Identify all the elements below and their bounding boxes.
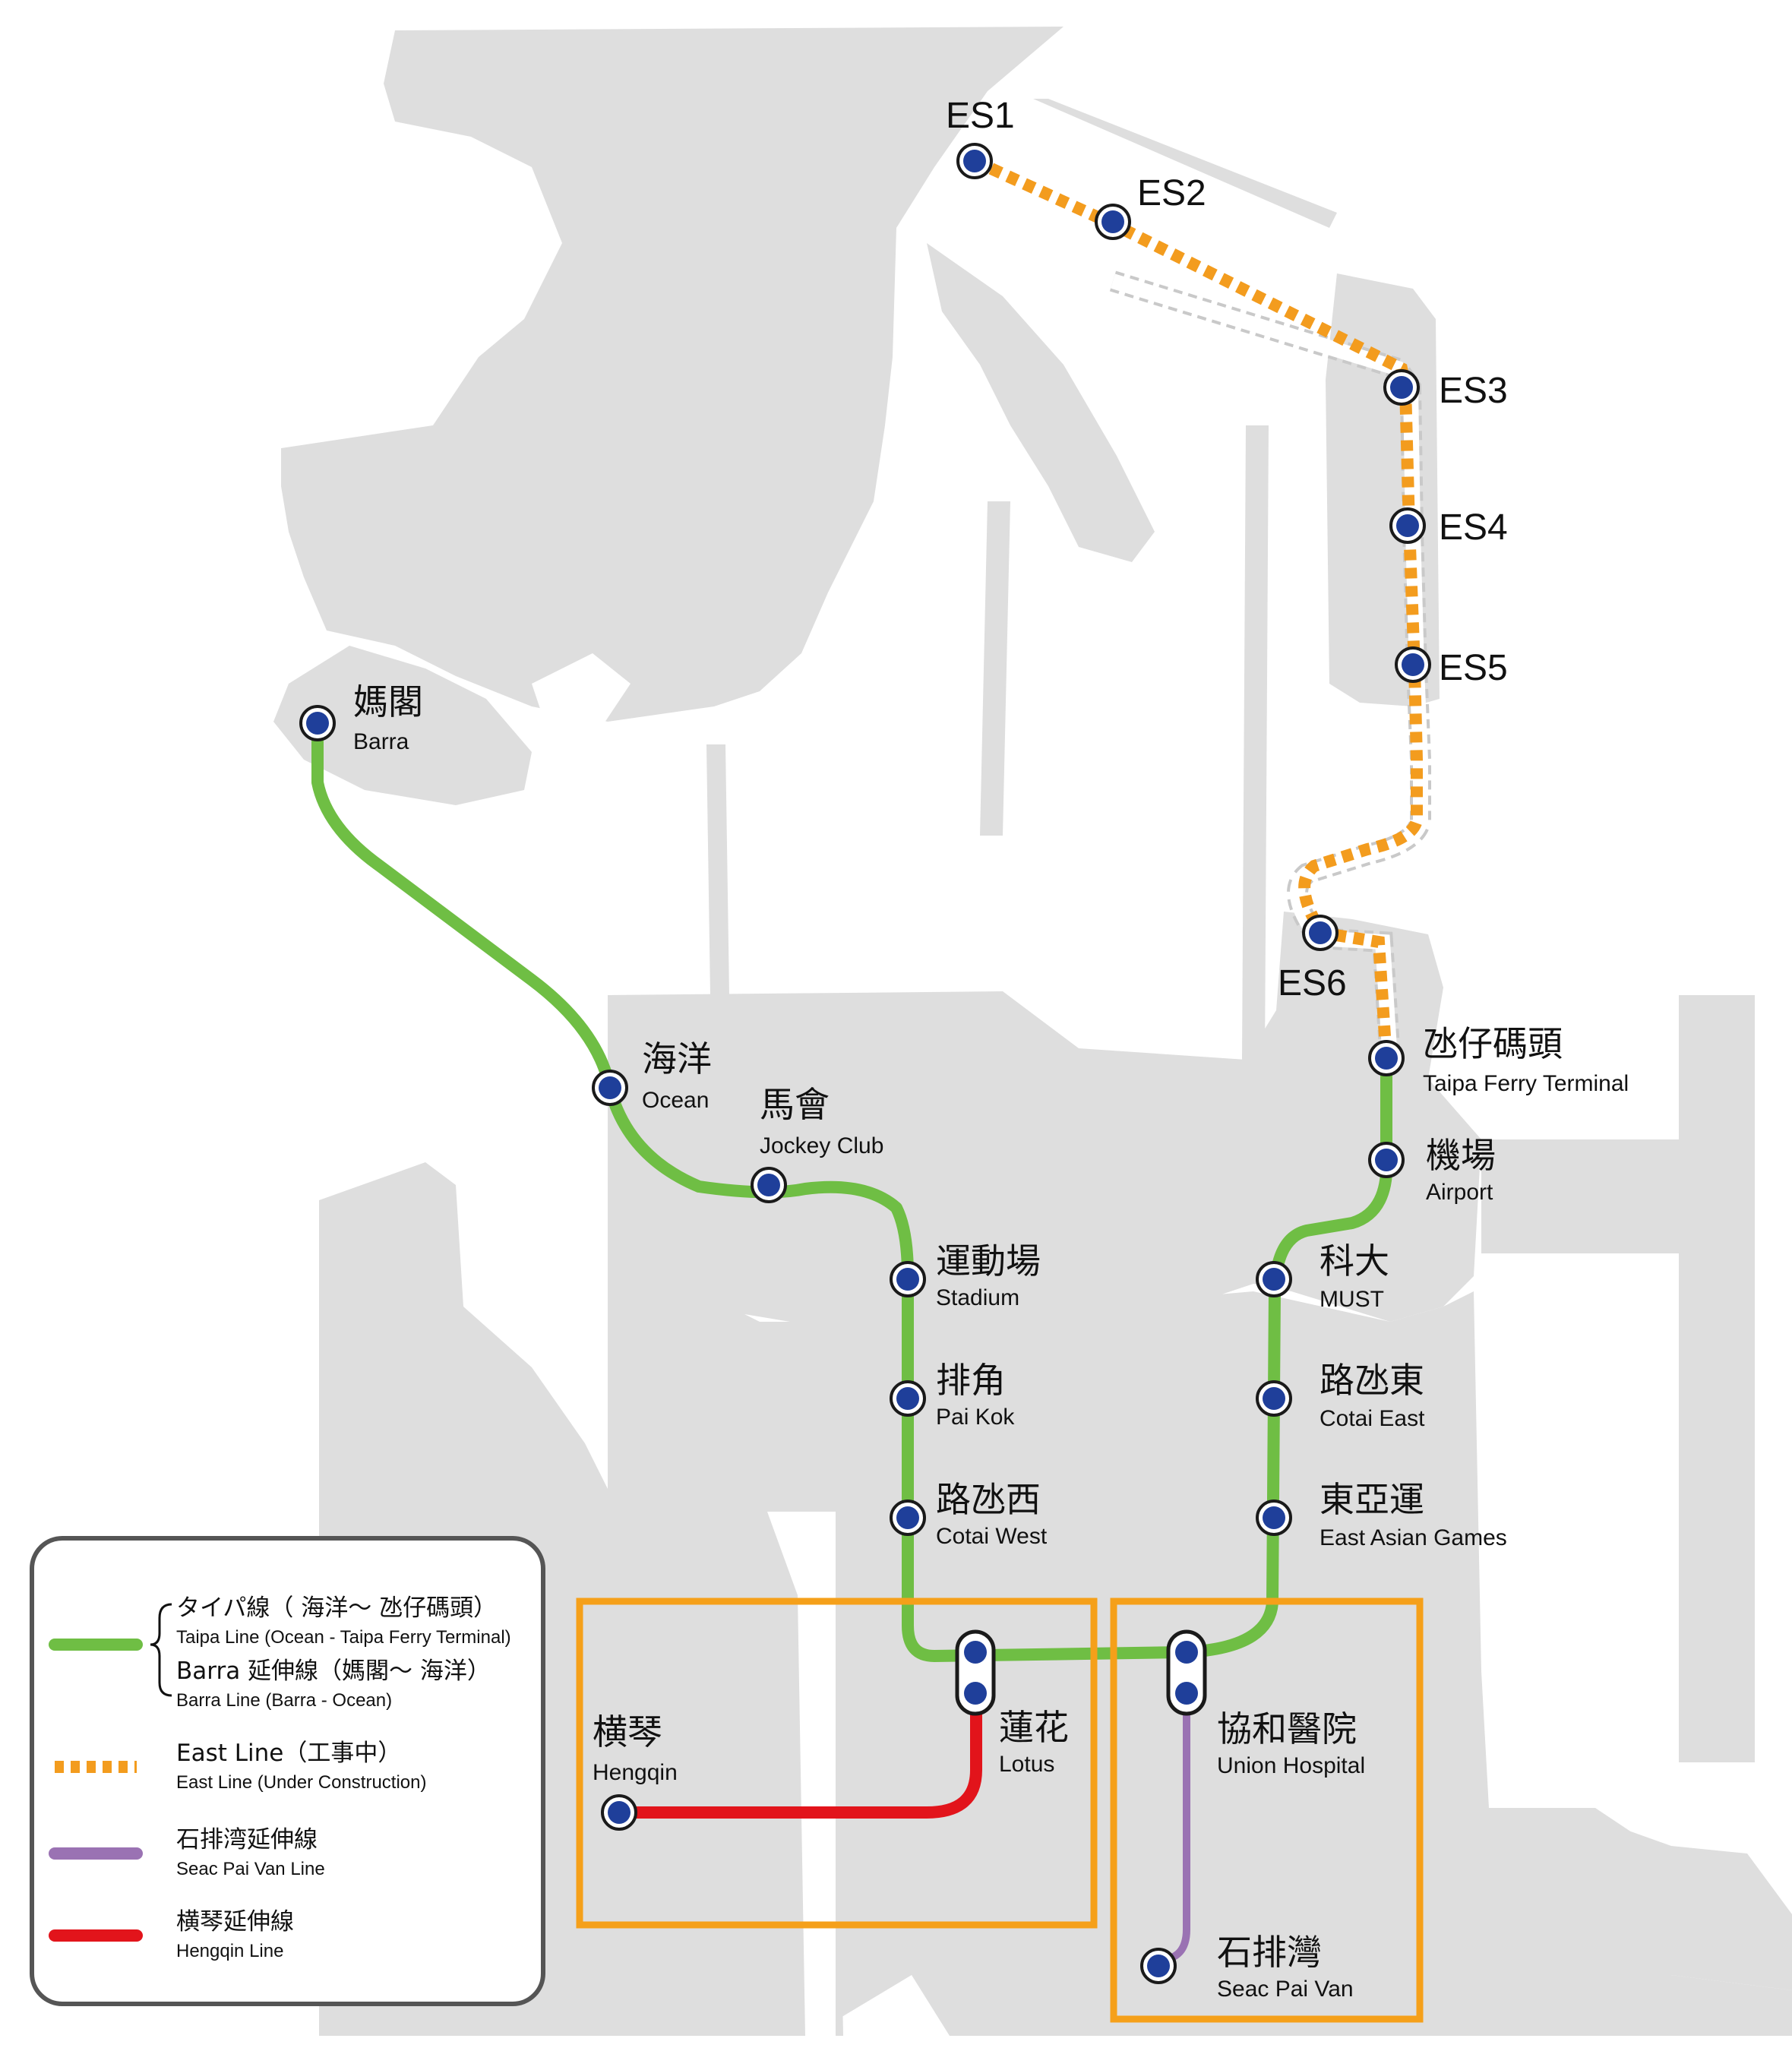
station-markers: [299, 143, 1431, 1984]
station-pai-kok-marker[interactable]: [890, 1380, 926, 1417]
label-es2: ES2: [1137, 173, 1206, 213]
legend-barra-zh: Barra 延伸線（媽閣～ 海洋）: [176, 1658, 491, 1685]
station-es4-marker[interactable]: [1389, 507, 1426, 544]
bridge-2: [980, 501, 1010, 836]
station-es3-marker[interactable]: [1383, 369, 1420, 406]
station-es2-marker[interactable]: [1095, 204, 1131, 240]
label-taipa-ferry-terminal-zh: 氹仔碼頭: [1423, 1023, 1563, 1064]
station-cotai-east-marker[interactable]: [1256, 1380, 1292, 1417]
label-cotai-west-en: Cotai West: [936, 1524, 1048, 1549]
station-es6-marker[interactable]: [1302, 915, 1338, 951]
station-lotus-interchange[interactable]: [955, 1629, 996, 1716]
bridge-4: [1033, 99, 1337, 228]
water-channel-hengqin: [767, 1512, 836, 2036]
label-must-zh: 科大: [1320, 1240, 1389, 1281]
water-channels: [471, 653, 836, 2036]
macau-peninsula: [281, 27, 1064, 722]
lotus-interchange-box: [576, 1598, 1098, 1929]
label-jockey-club-en: Jockey Club: [760, 1133, 883, 1158]
label-taipa-ferry-terminal-en: Taipa Ferry Terminal: [1423, 1071, 1629, 1096]
station-ocean-marker[interactable]: [592, 1070, 628, 1106]
legend-hengqin-zh: 横琴延伸線: [176, 1908, 294, 1936]
station-hengqin-marker[interactable]: [601, 1794, 637, 1831]
label-airport-zh: 機場: [1426, 1135, 1496, 1176]
legend-east-en: East Line (Under Construction): [176, 1772, 426, 1793]
label-cotai-east-en: Cotai East: [1320, 1406, 1425, 1431]
label-barra-en: Barra: [353, 729, 409, 754]
label-east-asian-games-en: East Asian Games: [1320, 1525, 1507, 1550]
legend-hengqin-en: Hengqin Line: [176, 1941, 283, 1961]
legend-east-zh: East Line（工事中）: [176, 1740, 401, 1767]
station-stadium-marker[interactable]: [890, 1261, 926, 1297]
label-pai-kok-zh: 排角: [936, 1360, 1006, 1401]
label-airport-en: Airport: [1426, 1180, 1493, 1205]
label-lotus-en: Lotus: [999, 1752, 1054, 1777]
label-ocean-en: Ocean: [642, 1088, 709, 1113]
airport: [1679, 995, 1755, 1762]
label-barra-zh: 媽閣: [353, 681, 423, 722]
label-es5: ES5: [1439, 648, 1508, 688]
label-hengqin-en: Hengqin: [593, 1760, 678, 1785]
legend-barra-en: Barra Line (Barra - Ocean): [176, 1690, 392, 1711]
label-seac-pai-van-zh: 石排灣: [1217, 1932, 1322, 1973]
label-hengqin-zh: 横琴: [593, 1711, 662, 1752]
label-pai-kok-en: Pai Kok: [936, 1405, 1015, 1430]
label-jockey-club-zh: 馬會: [760, 1084, 830, 1125]
legend-seac-en: Seac Pai Van Line: [176, 1859, 325, 1879]
label-lotus-zh: 蓮花: [999, 1707, 1069, 1748]
station-es5-marker[interactable]: [1395, 646, 1431, 683]
station-must-marker[interactable]: [1256, 1261, 1292, 1297]
bridge-3: [1242, 425, 1269, 1060]
water-inlet-peninsula: [532, 653, 631, 729]
label-stadium-en: Stadium: [936, 1285, 1019, 1310]
station-jockey-club-marker[interactable]: [751, 1167, 787, 1203]
label-stadium-zh: 運動場: [936, 1240, 1041, 1281]
station-cotai-west-marker[interactable]: [890, 1500, 926, 1536]
station-east-asian-games-marker[interactable]: [1256, 1500, 1292, 1536]
label-union-hospital-zh: 協和醫院: [1217, 1708, 1357, 1749]
airport-apron: [1481, 1139, 1679, 1253]
nape-reclamation: [927, 243, 1155, 562]
label-es4: ES4: [1439, 507, 1508, 548]
coloane-south: [1489, 1808, 1792, 1990]
legend: タイパ線（ 海洋～ 氹仔碼頭） Taipa Line (Ocean - Taip…: [30, 1536, 545, 2006]
union-hospital-interchange-box: [1110, 1598, 1424, 2023]
station-es1-marker[interactable]: [956, 143, 993, 179]
station-seac-pai-van-marker[interactable]: [1140, 1948, 1177, 1984]
station-labels: 媽閣 Barra 海洋 Ocean 馬會 Jockey Club 運動場 Sta…: [353, 96, 1629, 2002]
station-union-hospital-interchange[interactable]: [1166, 1629, 1207, 1716]
label-cotai-west-zh: 路氹西: [936, 1479, 1041, 1520]
label-ocean-zh: 海洋: [642, 1038, 712, 1079]
label-cotai-east-zh: 路氹東: [1320, 1360, 1424, 1401]
label-seac-pai-van-en: Seac Pai Van: [1217, 1977, 1354, 2002]
station-airport-marker[interactable]: [1368, 1142, 1405, 1178]
legend-brace: [150, 1603, 172, 1697]
label-must-en: MUST: [1320, 1287, 1384, 1312]
station-taipa-ferry-terminal-marker[interactable]: [1368, 1040, 1405, 1076]
label-es1: ES1: [946, 96, 1015, 136]
barra-peninsula: [273, 646, 532, 805]
label-es6: ES6: [1278, 963, 1347, 1003]
bridge-1: [706, 744, 729, 995]
legend-seac-zh: 石排湾延伸線: [176, 1826, 318, 1853]
water-channel-cotai: [471, 1215, 593, 1307]
label-es3: ES3: [1439, 371, 1508, 411]
taipa-island: [608, 912, 1481, 1329]
label-union-hospital-en: Union Hospital: [1217, 1753, 1365, 1778]
label-east-asian-games-zh: 東亞運: [1320, 1479, 1424, 1520]
legend-taipa-en: Taipa Line (Ocean - Taipa Ferry Terminal…: [176, 1627, 511, 1648]
station-barra-marker[interactable]: [299, 705, 336, 741]
legend-taipa-zh: タイパ線（ 海洋～ 氹仔碼頭）: [176, 1594, 497, 1622]
hengqin-line: [613, 1695, 982, 1819]
